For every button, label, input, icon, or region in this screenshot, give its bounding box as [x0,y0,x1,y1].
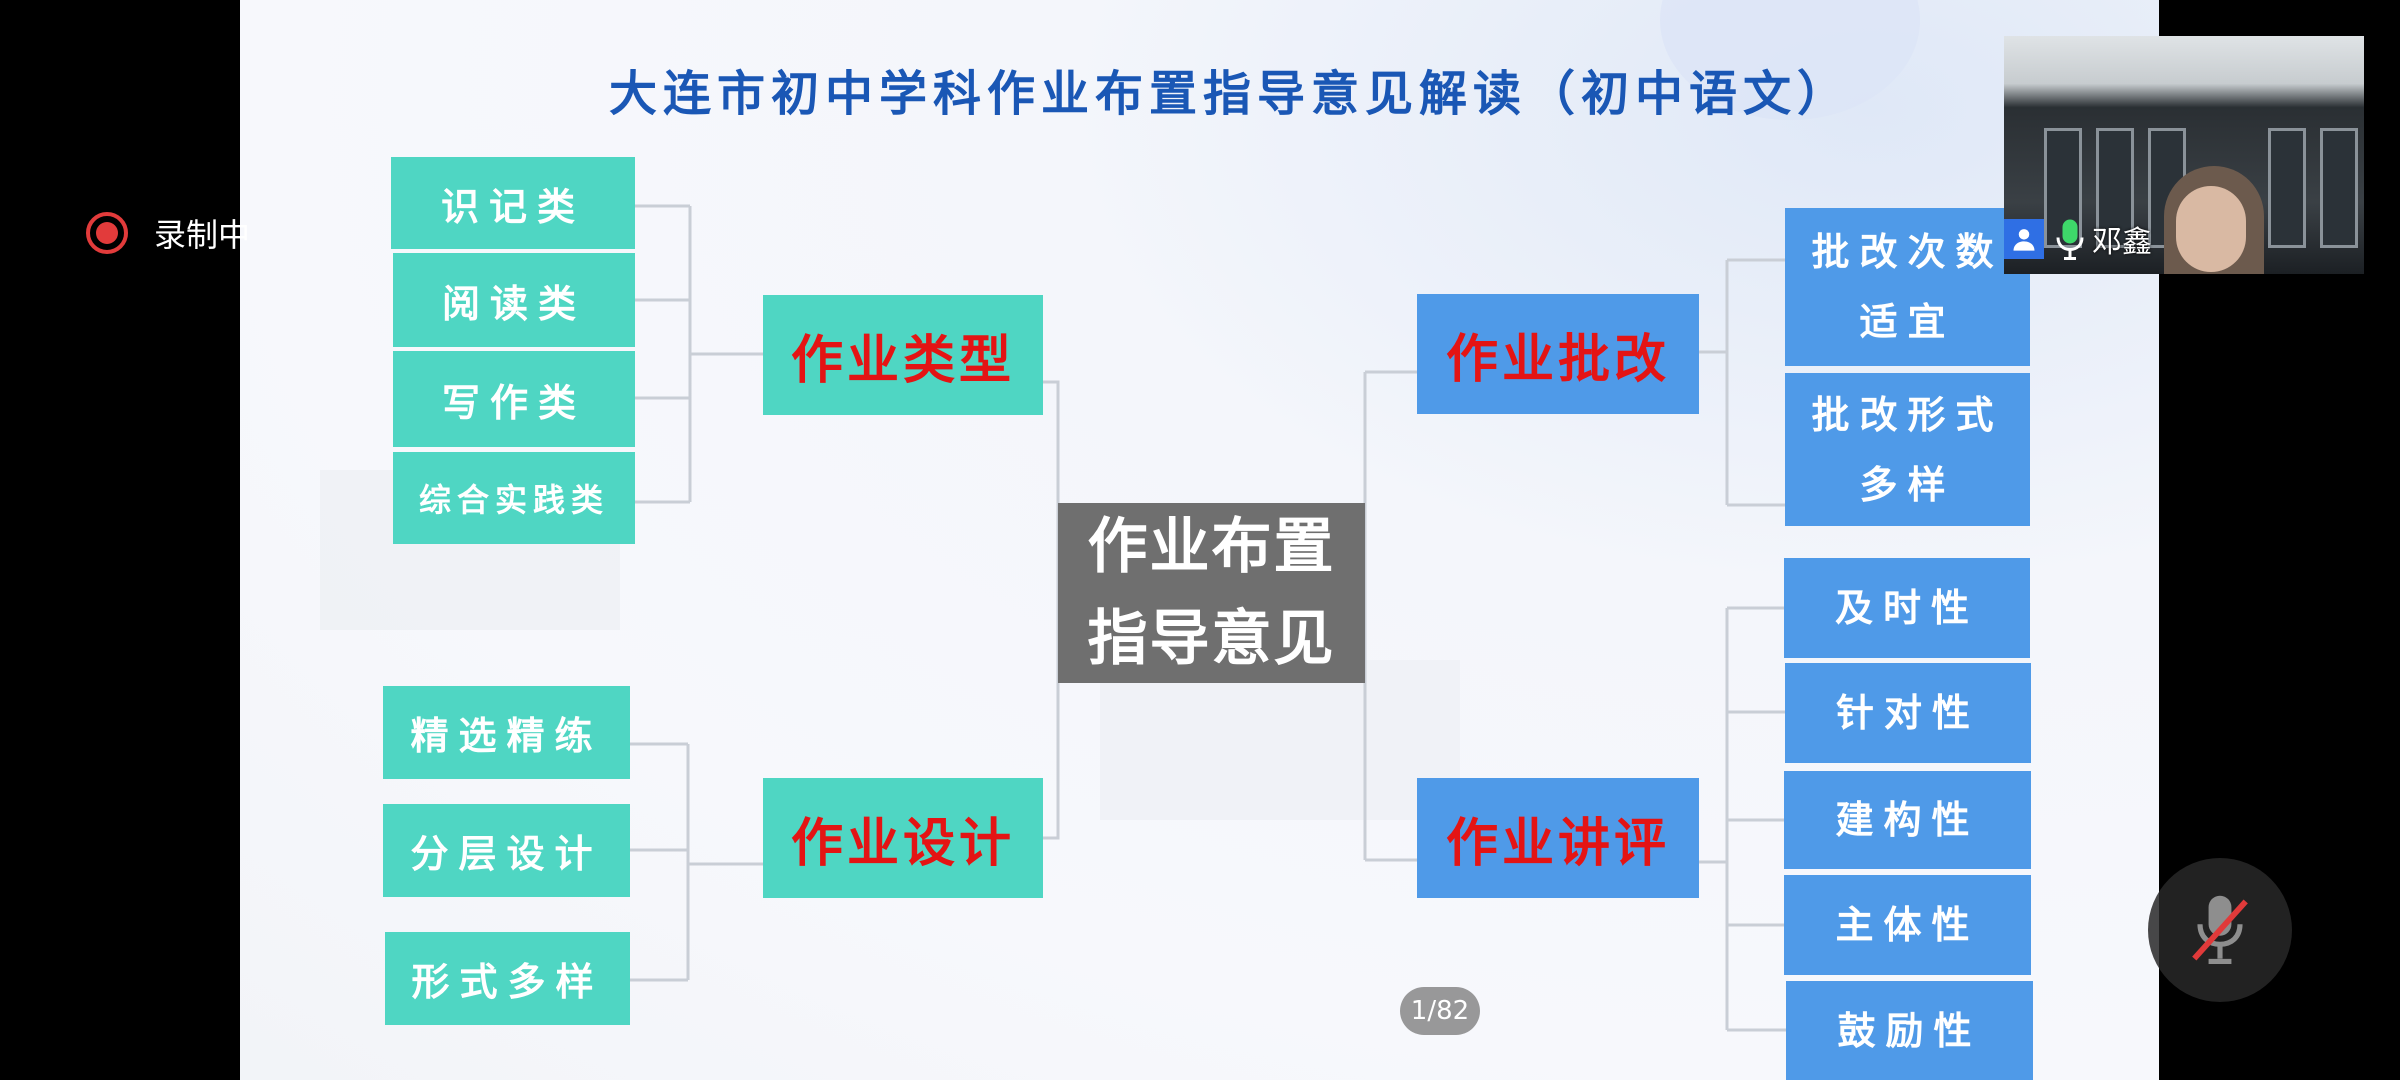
review-item: 鼓励性 [1786,981,2033,1080]
recording-label: 录制中 [154,216,251,254]
center-node: 作业布置 指导意见 [1058,503,1365,683]
slide-title: 大连市初中学科作业布置指导意见解读（初中语文） [608,66,1851,122]
user-icon [2004,219,2044,259]
participant-face [2176,186,2246,272]
correct-item-line: 适宜 [1859,299,1956,344]
participant-video-tile[interactable]: 邓鑫 [2004,36,2364,274]
center-line: 指导意见 [1087,604,1336,674]
branch-type: 作业类型 [763,295,1043,415]
branch-correct: 作业批改 [1417,294,1699,414]
bg-bookshelf [2320,128,2358,248]
review-item: 针对性 [1785,663,2031,763]
correct-item-line: 批改次数 [1811,229,2004,274]
presentation-slide: 大连市初中学科作业布置指导意见解读（初中语文） 识记类 阅读类 写作类 综合实践… [240,0,2159,1080]
type-item: 综合实践类 [393,452,635,544]
correct-item-line: 多样 [1859,461,1956,507]
design-item: 精选精练 [383,686,630,779]
bg-decoration [1100,660,1460,820]
branch-review: 作业讲评 [1417,778,1699,898]
correct-item: 批改次数 适宜 [1785,208,2030,366]
review-item: 主体性 [1784,875,2031,975]
correct-item: 批改形式 多样 [1785,373,2030,526]
type-item: 写作类 [393,351,635,447]
review-item: 及时性 [1784,558,2030,658]
design-item: 形式多样 [385,932,630,1025]
recording-indicator: 录制中 [86,210,250,256]
participant-name: 邓鑫 [2092,225,2152,260]
record-icon [86,212,128,254]
mute-toggle-button[interactable] [2148,858,2292,1002]
review-item: 建构性 [1784,771,2031,869]
mic-icon [2056,219,2084,260]
branch-design: 作业设计 [763,778,1043,898]
center-line: 作业布置 [1087,512,1336,582]
page-indicator[interactable]: 1/82 [1400,987,1480,1035]
participant-label: 邓鑫 [2004,216,2152,262]
bg-bookshelf [2096,128,2134,248]
correct-item-line: 批改形式 [1811,391,2004,437]
bg-bookshelf [2268,128,2306,248]
type-item: 识记类 [391,157,635,249]
type-item: 阅读类 [393,253,635,347]
mic-muted-icon [2192,895,2248,964]
mindmap-connectors [630,204,1786,1032]
design-item: 分层设计 [383,804,630,897]
